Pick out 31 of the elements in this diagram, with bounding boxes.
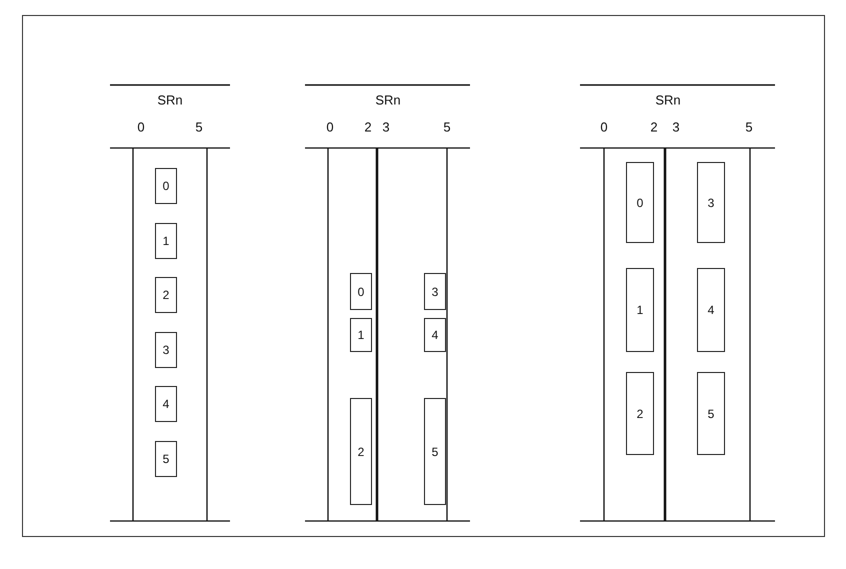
- register-box: 1: [350, 318, 372, 352]
- bit-number: 3: [672, 120, 680, 134]
- register-box: 2: [626, 372, 654, 455]
- register-box: 5: [424, 398, 446, 505]
- register-box: 2: [350, 398, 372, 505]
- bit-number: 5: [195, 120, 203, 134]
- bit-number: 2: [364, 120, 372, 134]
- register-name: SRn: [655, 92, 681, 108]
- register-name: SRn: [157, 92, 183, 108]
- bit-number: 5: [443, 120, 451, 134]
- register-name: SRn: [375, 92, 401, 108]
- register-box: 0: [350, 273, 372, 310]
- register-box: 2: [155, 277, 177, 314]
- register-box: 4: [424, 318, 446, 352]
- register-box: 0: [626, 162, 654, 243]
- bit-number: 2: [650, 120, 658, 134]
- register-box: 3: [697, 162, 725, 243]
- register-box: 3: [155, 332, 177, 368]
- register-box: 0: [155, 168, 177, 204]
- bit-number: 0: [326, 120, 334, 134]
- register-box: 5: [697, 372, 725, 455]
- register-box: 4: [155, 386, 177, 422]
- bit-number: 5: [745, 120, 753, 134]
- bit-number: 3: [382, 120, 390, 134]
- bit-number: 0: [600, 120, 608, 134]
- register-box: 3: [424, 273, 446, 310]
- register-box: 1: [626, 268, 654, 352]
- bit-number: 0: [137, 120, 145, 134]
- register-box: 5: [155, 441, 177, 477]
- register-box: 1: [155, 222, 177, 259]
- register-box: 4: [697, 268, 725, 352]
